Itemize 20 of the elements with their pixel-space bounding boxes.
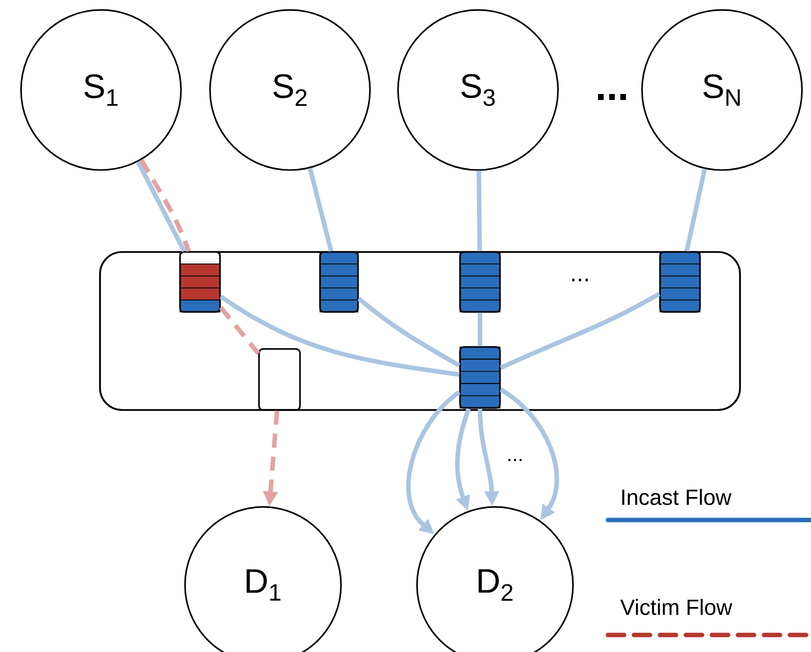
switch-box <box>99 251 741 411</box>
queue <box>659 251 701 313</box>
flow-line <box>357 296 460 368</box>
ellipsis: ... <box>508 458 522 462</box>
queue <box>459 251 501 313</box>
flow-line <box>478 312 482 346</box>
flow-line <box>308 168 334 252</box>
flow-line <box>476 170 482 252</box>
queue <box>319 251 359 313</box>
ellipsis: ... <box>598 94 626 100</box>
legend-label: Incast Flow <box>622 488 732 506</box>
flow-line <box>500 292 660 370</box>
flow-line <box>219 306 260 355</box>
legend-label: Victim Flow <box>620 598 732 616</box>
flow-line <box>220 294 460 377</box>
queue <box>258 348 301 411</box>
queue <box>179 251 221 313</box>
queue <box>459 346 501 409</box>
ellipsis: ... <box>572 278 588 282</box>
flow-line <box>684 168 707 252</box>
